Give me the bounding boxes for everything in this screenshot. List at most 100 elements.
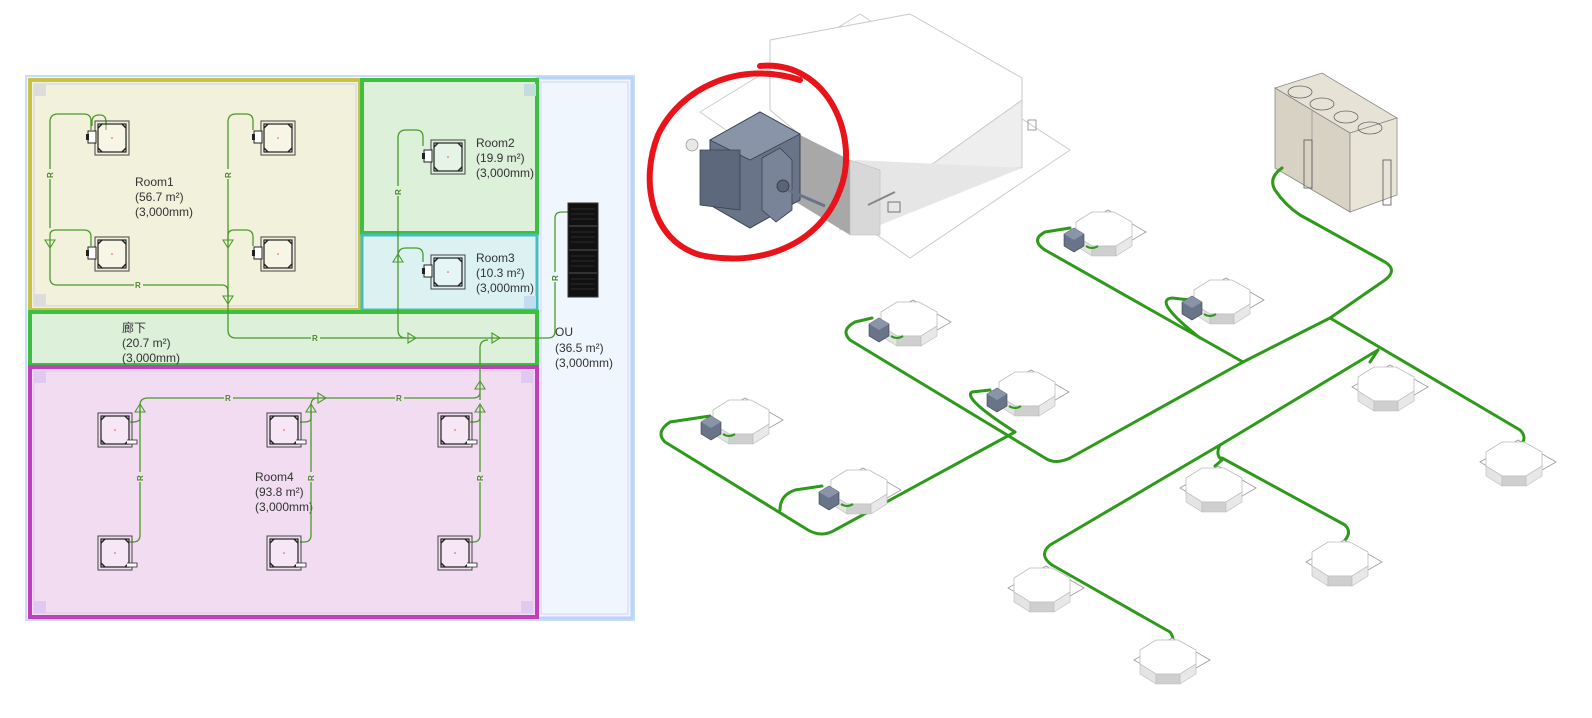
refrigerant-marker: R: [135, 281, 141, 290]
pipe-segment: [49, 113, 92, 228]
indoor-unit-3d[interactable]: [1305, 539, 1383, 587]
refrigerant-marker: R: [46, 172, 55, 178]
pipe-segment: [139, 391, 481, 406]
pipe-segment: [227, 229, 254, 246]
refrigerant-marker: R: [394, 189, 403, 195]
outdoor-unit-plan[interactable]: [567, 202, 599, 298]
isometric-3d-view[interactable]: [646, 13, 1557, 685]
pipe-segment: [844, 316, 1332, 463]
room-name-label: Room4: [255, 470, 294, 484]
branch-joint-icon: [392, 252, 404, 263]
pipe-segment: [49, 229, 92, 246]
outdoor-unit-3d[interactable]: [1274, 72, 1398, 213]
branch-joint-icon: [474, 379, 486, 390]
pipe-segment: [397, 129, 424, 330]
branch-joint-icon: [305, 402, 317, 413]
corner-handle[interactable]: [521, 371, 533, 383]
pipe-segment: [130, 405, 141, 543]
indoor-unit-3d[interactable]: [1182, 278, 1264, 324]
indoor-unit-3d[interactable]: [1179, 465, 1257, 513]
room-area-label: (10.3 m²): [476, 266, 525, 280]
refrigerant-marker: R: [136, 475, 145, 481]
branch-joint-icon: [474, 402, 486, 413]
indoor-unit-3d[interactable]: [701, 398, 783, 444]
indoor-unit-3d[interactable]: [1479, 439, 1557, 487]
pipe-segment: [659, 414, 1017, 536]
pipe-segment: [1220, 456, 1350, 542]
branch-joint-icon: [222, 239, 234, 250]
refrigerant-marker: R: [312, 334, 318, 343]
refrigerant-marker: R: [551, 275, 560, 281]
fan-icon: [1287, 85, 1313, 99]
pipe-segment: [300, 405, 312, 543]
refrigerant-marker: R: [476, 475, 485, 481]
corner-handle[interactable]: [34, 601, 46, 613]
room-ou[interactable]: [535, 76, 634, 620]
corner-handle[interactable]: [524, 84, 536, 96]
indoor-unit-3d[interactable]: [1064, 210, 1146, 256]
indoor-unit-3d[interactable]: [869, 300, 951, 346]
highlight-circle: [646, 62, 850, 262]
pipe-segment: [1271, 166, 1393, 320]
room-height-label: (3,000mm): [476, 281, 534, 295]
room-area-label: (36.5 m²): [555, 341, 604, 355]
pipe-segment: [1036, 226, 1245, 364]
fan-icon: [1309, 97, 1335, 111]
refrigerant-marker: R: [224, 172, 233, 178]
room-height-label: (3,000mm): [255, 500, 313, 514]
indoor-unit-3d[interactable]: [819, 468, 901, 514]
pipe-segment: [397, 329, 407, 339]
pipe-segment: [1050, 563, 1175, 650]
corner-handle[interactable]: [524, 296, 536, 308]
refrigerant-marker: R: [225, 394, 231, 403]
room-name-label: Room2: [476, 136, 515, 150]
room-name-label: Room3: [476, 251, 515, 265]
refrigerant-piping[interactable]: [49, 113, 570, 543]
branch-joint-icon: [222, 295, 234, 306]
floor-plan[interactable]: Room1 (56.7 m²) (3,000mm) Room2 (19.9 m²…: [25, 75, 635, 621]
refrigerant-marker: R: [396, 394, 402, 403]
pipe-segment: [1213, 443, 1224, 468]
room-height-label: (3,000mm): [135, 205, 193, 219]
fan-icon: [1357, 121, 1383, 135]
room-area-label: (56.7 m²): [135, 190, 184, 204]
zoomed-indoor-unit[interactable]: [646, 13, 1071, 262]
pipe-segment: [1368, 348, 1380, 364]
corner-handle[interactable]: [34, 371, 46, 383]
room-area-label: (20.7 m²): [122, 336, 171, 350]
branch-joint-icon: [44, 239, 56, 250]
branch-joint-icon: [407, 332, 418, 344]
pipe-segment: [470, 405, 481, 543]
room-height-label: (3,000mm): [555, 356, 613, 370]
refrigerant-marker: R: [307, 475, 316, 481]
branch-joint-icon: [134, 402, 146, 413]
room-area-label: (93.8 m²): [255, 485, 304, 499]
drain-pump-icon: [685, 111, 826, 229]
pipe-segment: [227, 244, 410, 339]
pipe-segment: [1164, 296, 1202, 340]
corner-handle[interactable]: [521, 601, 533, 613]
pipe-segment: [969, 388, 1017, 434]
piping-3d[interactable]: [659, 166, 1526, 650]
room-4[interactable]: [28, 365, 539, 619]
pipe-segment: [300, 410, 312, 423]
corner-handle[interactable]: [34, 294, 46, 306]
indoor-units-3d[interactable]: [701, 210, 1557, 685]
branch-joint-icon: [317, 392, 328, 404]
room-height-label: (3,000mm): [476, 166, 534, 180]
room-name-label: Room1: [135, 175, 174, 189]
room-name-label: OU: [555, 325, 573, 339]
pipe-segment: [1043, 348, 1380, 567]
pipe-segment: [227, 113, 254, 244]
pipe-segment: [778, 484, 824, 512]
indoor-unit-3d[interactable]: [1007, 565, 1085, 613]
pipe-segment: [479, 339, 489, 400]
pipe-segment: [91, 114, 107, 130]
indoor-unit-3d[interactable]: [987, 370, 1069, 416]
corner-handle[interactable]: [34, 84, 46, 96]
room-name-label: 廊下: [122, 320, 146, 335]
indoor-unit-3d[interactable]: [1351, 364, 1429, 412]
room-height-label: (3,000mm): [122, 351, 180, 365]
indoor-unit-3d[interactable]: [1133, 637, 1211, 685]
